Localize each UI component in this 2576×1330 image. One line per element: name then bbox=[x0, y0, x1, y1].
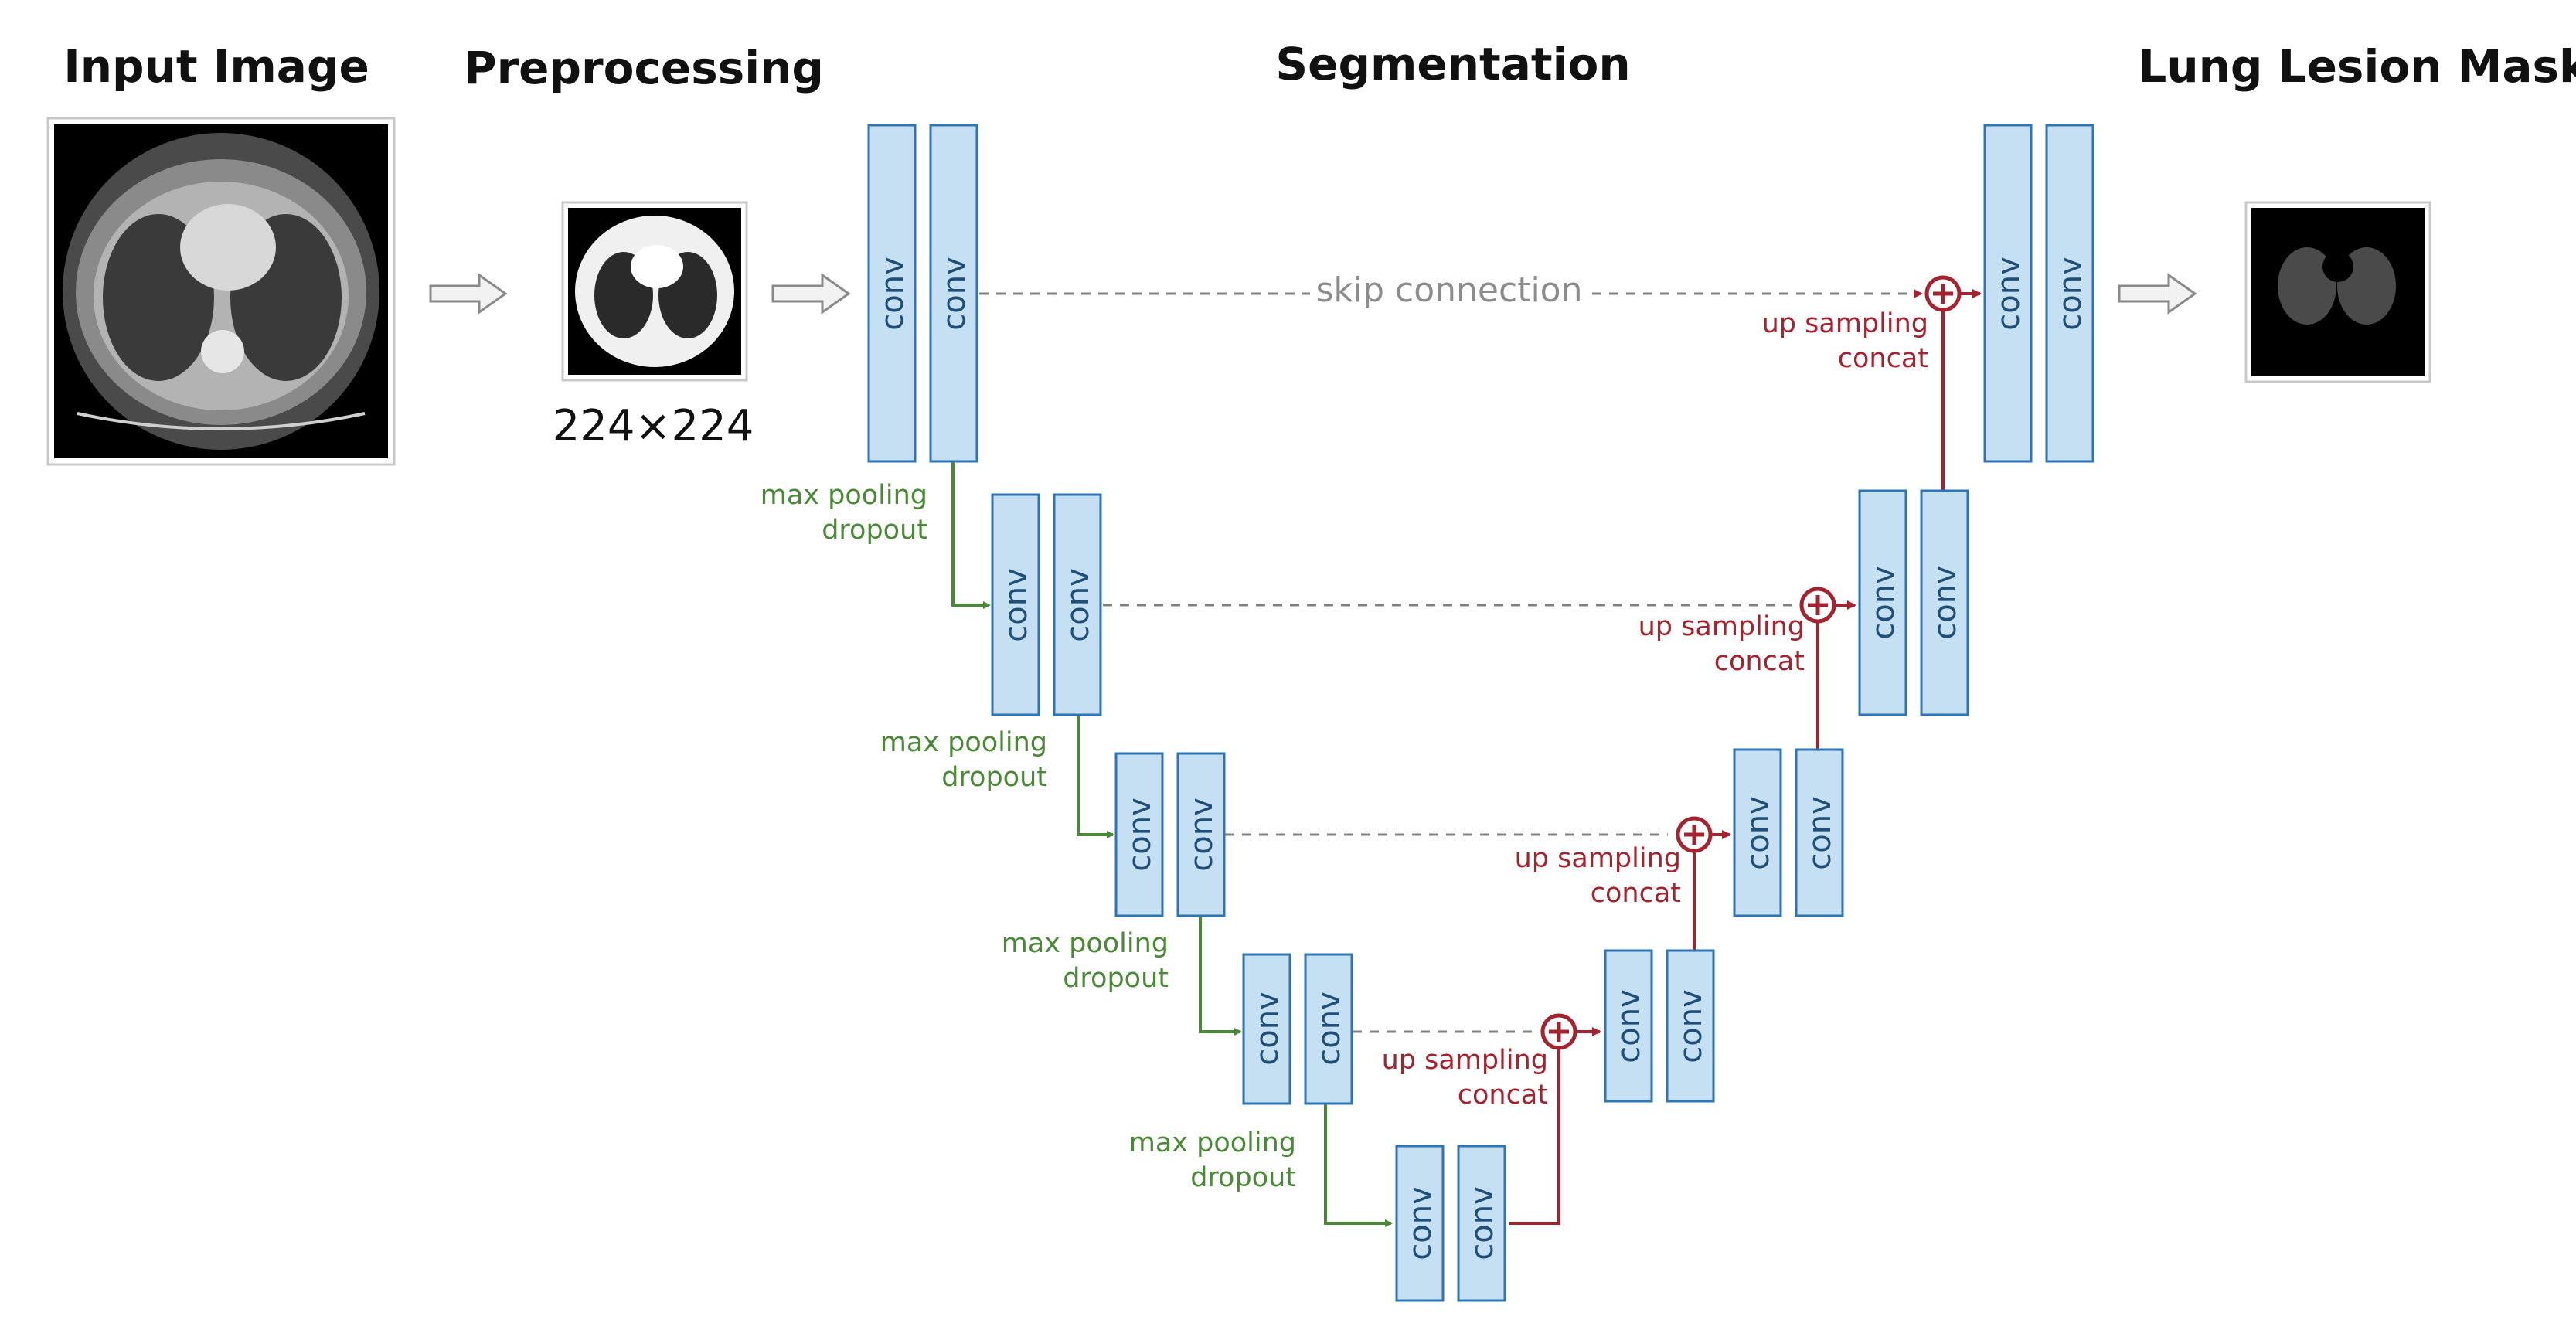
conv-label: conv bbox=[1741, 796, 1776, 870]
flow-arrow-icon bbox=[2118, 273, 2197, 315]
concat-plus-icon bbox=[1799, 587, 1836, 624]
conv-block bbox=[1983, 124, 2033, 463]
encoder-level-3: conv conv bbox=[1114, 752, 1226, 917]
up-sampling-label: up sampling bbox=[1382, 1045, 1548, 1076]
conv-label: conv bbox=[1403, 1186, 1438, 1260]
conv-label: conv bbox=[999, 568, 1034, 642]
flow-arrow-icon bbox=[771, 273, 851, 315]
up-sampling-path-4 bbox=[1509, 1045, 1560, 1225]
up-sampling-label: up sampling bbox=[1515, 843, 1681, 874]
preprocessing-title: Preprocessing bbox=[464, 42, 824, 94]
concat-label: concat bbox=[1458, 1080, 1548, 1111]
conv-label: conv bbox=[1991, 257, 2026, 331]
up-sampling-label: up sampling bbox=[1638, 611, 1805, 642]
conv-label: conv bbox=[1802, 796, 1838, 870]
dropout-label: dropout bbox=[1190, 1162, 1296, 1193]
conv-block bbox=[1395, 1145, 1445, 1302]
max-pooling-path-1 bbox=[951, 461, 991, 609]
conv-label: conv bbox=[1465, 1186, 1500, 1260]
max-pooling-label: max pooling bbox=[1129, 1128, 1296, 1158]
dropout-label: dropout bbox=[1063, 963, 1169, 994]
decoder-level-4: conv conv bbox=[1604, 949, 1715, 1103]
decoder-level-1: conv conv bbox=[1983, 124, 2094, 463]
conv-block bbox=[867, 124, 917, 463]
conv-label: conv bbox=[2053, 257, 2088, 331]
dropout-label: dropout bbox=[822, 515, 927, 546]
lesion-mask-image bbox=[2244, 201, 2431, 383]
max-pooling-path-2 bbox=[1077, 715, 1114, 838]
concat-plus-icon bbox=[1540, 1013, 1577, 1050]
encoder-level-1: conv conv bbox=[867, 124, 978, 463]
conv-label: conv bbox=[1611, 989, 1647, 1063]
conv-block bbox=[1304, 953, 1353, 1105]
conv-block bbox=[991, 493, 1040, 716]
conv-block bbox=[1114, 752, 1164, 917]
conv-label: conv bbox=[1673, 989, 1709, 1063]
max-pooling-label: max pooling bbox=[761, 480, 927, 511]
conv-block bbox=[1858, 489, 1907, 716]
max-pooling-label: max pooling bbox=[1002, 928, 1169, 959]
ct-scan-preprocessed-image bbox=[561, 201, 748, 382]
lung-lesion-mask-title: Lung Lesion Mask bbox=[2138, 40, 2576, 93]
conv-label: conv bbox=[1866, 566, 1901, 640]
ct-scan-image bbox=[46, 117, 396, 466]
bottleneck-level: conv conv bbox=[1395, 1145, 1506, 1302]
conv-block bbox=[1604, 949, 1653, 1103]
conv-label: conv bbox=[1122, 798, 1158, 872]
conv-block bbox=[1920, 489, 1969, 716]
conv-label: conv bbox=[875, 257, 910, 331]
decoder-level-3: conv conv bbox=[1733, 748, 1844, 917]
concat-label: concat bbox=[1714, 646, 1805, 677]
concat-plus-icon bbox=[1676, 816, 1713, 853]
conv-label: conv bbox=[1060, 568, 1096, 642]
conv-label: conv bbox=[1184, 798, 1220, 872]
concat-plus-icon bbox=[1924, 275, 1962, 312]
up-sampling-label: up sampling bbox=[1762, 308, 1928, 339]
encoder-level-2: conv conv bbox=[991, 493, 1102, 716]
max-pooling-path-3 bbox=[1199, 916, 1242, 1036]
encoder-level-4: conv conv bbox=[1242, 953, 1353, 1105]
flow-arrow-icon bbox=[429, 273, 508, 315]
concat-label: concat bbox=[1838, 343, 1928, 374]
skip-connection-label: skip connection bbox=[1316, 270, 1583, 310]
conv-block bbox=[1457, 1145, 1506, 1302]
input-image-title: Input Image bbox=[63, 40, 369, 93]
conv-block bbox=[1176, 752, 1226, 917]
max-pooling-label: max pooling bbox=[880, 727, 1047, 758]
conv-label: conv bbox=[1928, 566, 1963, 640]
conv-block bbox=[929, 124, 978, 463]
conv-label: conv bbox=[1312, 992, 1347, 1066]
conv-block bbox=[1242, 953, 1291, 1105]
image-size-label: 224×224 bbox=[553, 401, 754, 451]
conv-label: conv bbox=[937, 257, 972, 331]
decoder-level-2: conv conv bbox=[1858, 489, 1969, 716]
conv-block bbox=[1733, 748, 1782, 917]
concat-label: concat bbox=[1591, 878, 1681, 909]
segmentation-title: Segmentation bbox=[1275, 38, 1630, 90]
conv-block bbox=[1795, 748, 1844, 917]
conv-block bbox=[1666, 949, 1715, 1103]
conv-label: conv bbox=[1250, 992, 1285, 1066]
max-pooling-path-4 bbox=[1324, 1104, 1393, 1227]
dropout-label: dropout bbox=[941, 762, 1047, 793]
conv-block bbox=[1053, 493, 1102, 716]
conv-block bbox=[2045, 124, 2094, 463]
